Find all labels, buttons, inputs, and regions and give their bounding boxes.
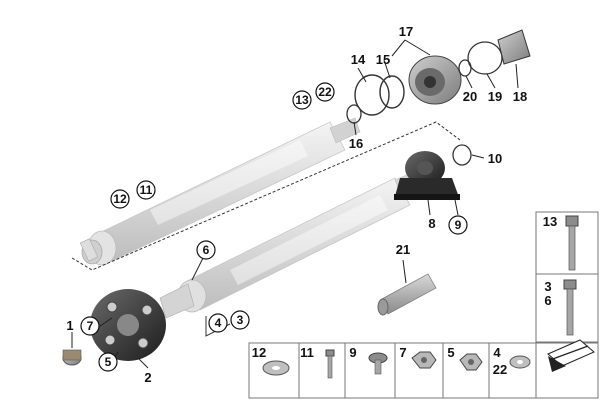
clamp-ring-part: [354, 74, 390, 116]
bolt-long: [565, 215, 579, 271]
bolt-short-icon: [325, 349, 335, 357]
centering-sleeve-part: [62, 349, 82, 366]
label-p6: 6: [196, 240, 216, 260]
label-p10: 10: [488, 151, 502, 166]
label-p16: 16: [349, 136, 363, 151]
label-p9: 9: [448, 215, 468, 235]
grease-tube-part: [377, 273, 437, 316]
label-p19: 19: [488, 89, 502, 104]
svg-text:12: 12: [113, 192, 127, 206]
strip-label-6: 4: [493, 345, 501, 360]
strip-label-3: 9: [349, 345, 356, 360]
flex-disc-part: [90, 289, 166, 361]
strip-label-5: 5: [447, 345, 454, 360]
svg-text:4: 4: [215, 316, 222, 330]
label-p8: 8: [428, 216, 435, 231]
label-p13: 13: [292, 90, 312, 110]
label-p21: 21: [396, 242, 410, 257]
label-p20: 20: [463, 89, 477, 104]
svg-text:9: 9: [455, 218, 462, 232]
label-p18: 18: [513, 89, 527, 104]
svg-text:6: 6: [203, 243, 210, 257]
label-p3: 3: [230, 310, 250, 330]
spring-clip-part: [379, 75, 405, 109]
label-p2: 2: [144, 370, 151, 385]
svg-text:22: 22: [318, 85, 332, 99]
label-p7: 7: [80, 316, 100, 336]
svg-text:7: 7: [87, 319, 94, 333]
label-p12: 12: [110, 189, 130, 209]
hardware-strip: 12 11 9 7 5 4 22: [248, 339, 599, 399]
svg-text:3: 3: [237, 313, 244, 327]
label-p11: 11: [136, 180, 156, 200]
label-p17: 17: [399, 24, 413, 39]
washer-part: [458, 59, 472, 77]
upper-propeller-shaft: [79, 117, 361, 266]
svg-text:11: 11: [140, 183, 153, 197]
bolt-medium: [563, 279, 577, 336]
center-bearing-part: [394, 151, 460, 200]
gasket-part: [467, 41, 503, 75]
label-p14: 14: [351, 52, 366, 67]
label-p15: 15: [376, 52, 390, 67]
label-p5: 5: [98, 352, 118, 372]
label-p4: 4: [208, 313, 228, 333]
side-label-mid-a: 3: [544, 279, 551, 294]
direction-arrow-icon: [547, 339, 595, 372]
strip-label-4: 7: [399, 345, 406, 360]
svg-text:5: 5: [105, 355, 112, 369]
protective-cap-part: [497, 29, 531, 65]
svg-text:13: 13: [295, 93, 309, 107]
strip-label-1: 12: [252, 345, 266, 360]
side-label-mid-b: 6: [544, 293, 551, 308]
cv-joint-part: [408, 55, 462, 105]
seal-ring-part: [452, 144, 472, 166]
dashed-outline: [71, 121, 461, 271]
label-p22: 22: [315, 82, 335, 102]
side-panel: 13 3 6: [535, 211, 599, 343]
strip-label-2: 11: [300, 345, 314, 360]
strip-label-7: 22: [493, 362, 507, 377]
leader-lines: [71, 39, 519, 369]
label-p1: 1: [66, 318, 73, 333]
side-label-top: 13: [543, 214, 557, 229]
